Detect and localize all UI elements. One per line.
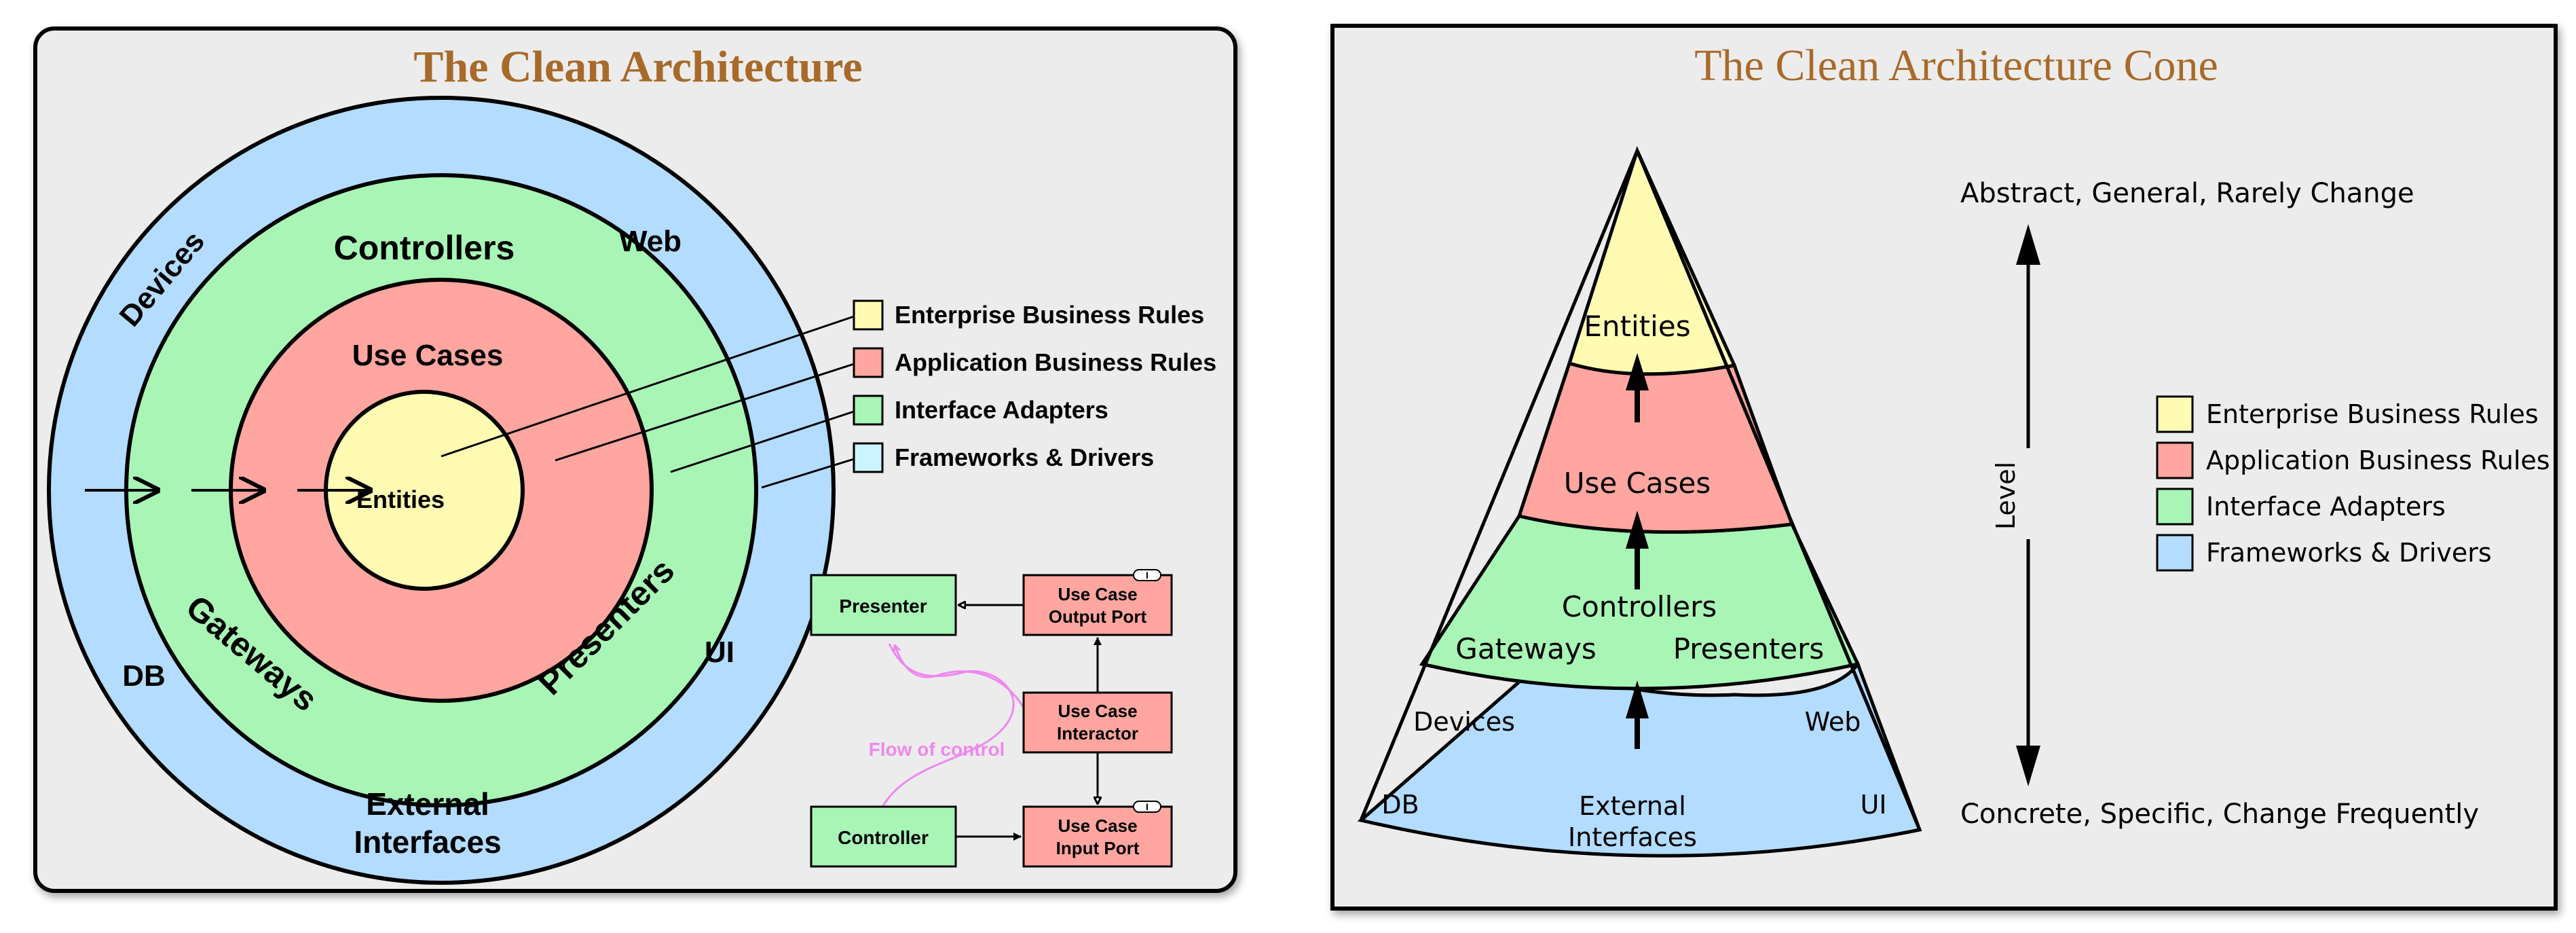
cone-devices-label: Devices <box>1413 707 1515 737</box>
cone-web-label: Web <box>1805 707 1861 737</box>
flow-path-upper <box>895 645 1028 714</box>
right-legend-swatch-application <box>2156 441 2194 479</box>
cone-outline <box>1359 150 1922 830</box>
right-legend-label-application: Application Business Rules <box>2206 445 2550 475</box>
left-panel-title: The Clean Architecture <box>413 42 862 92</box>
interactor-label-line2: Interactor <box>1057 723 1138 744</box>
legend-leader-adapters <box>670 410 855 473</box>
input-port-label-line1: Use Case <box>1058 816 1137 836</box>
right-legend-label-adapters: Interface Adapters <box>2206 492 2446 522</box>
legend-label-enterprise: Enterprise Business Rules <box>895 301 1204 329</box>
controller-label: Controller <box>838 827 929 848</box>
output-port-box <box>1022 574 1173 636</box>
legend-swatch-frameworks <box>853 442 884 473</box>
level-bottom-label: Concrete, Specific, Change Frequently <box>1960 799 2479 830</box>
legend-swatch-enterprise <box>853 299 884 331</box>
input-port-interface-text: I <box>1146 801 1149 812</box>
presenter-label: Presenter <box>839 596 927 617</box>
output-port-interface-marker <box>1133 569 1161 581</box>
cone-external-label-line2: Interfaces <box>1568 822 1697 852</box>
cone-layer-frameworks <box>1357 660 1922 858</box>
level-axis-down-arrowhead <box>2016 746 2040 786</box>
cone-ui-label: UI <box>1860 790 1886 820</box>
level-axis-up-arrowhead <box>2016 224 2040 265</box>
legend-swatch-application <box>853 347 884 378</box>
legend-leader-use-cases <box>555 363 855 462</box>
right-panel: The Clean Architecture Cone Entities Use… <box>1330 24 2558 911</box>
cone-arrow-3-head <box>1626 680 1649 718</box>
use-cases-label: Use Cases <box>352 339 504 372</box>
left-legend: Enterprise Business Rules Application Bu… <box>853 299 1216 473</box>
right-legend-swatch-frameworks <box>2156 534 2194 572</box>
ui-label: UI <box>705 636 734 669</box>
input-port-interface-marker <box>1133 801 1161 813</box>
input-port-label-line2: Input Port <box>1056 838 1140 858</box>
input-port-box <box>1022 805 1173 868</box>
legend-label-application: Application Business Rules <box>895 348 1216 376</box>
cone-layer-entities <box>1567 146 1737 376</box>
output-port-label-line2: Output Port <box>1049 606 1147 627</box>
right-legend: Enterprise Business Rules Application Bu… <box>2156 395 2550 572</box>
cone-entities-label: Entities <box>1584 310 1690 343</box>
output-port-interface-text: I <box>1146 570 1149 581</box>
right-legend-label-enterprise: Enterprise Business Rules <box>2206 399 2539 429</box>
level-top-label: Abstract, General, Rarely Change <box>1960 178 2414 209</box>
external-label-line1: External <box>366 786 489 822</box>
cone-external-label-line1: External <box>1579 791 1686 821</box>
legend-label-frameworks: Frameworks & Drivers <box>895 443 1154 471</box>
interactor-label-line1: Use Case <box>1058 701 1137 721</box>
external-label-line2: Interfaces <box>354 824 501 860</box>
presenter-box <box>810 574 957 636</box>
legend-swatch-adapters <box>853 395 884 426</box>
cone-db-label: DB <box>1381 790 1419 820</box>
controllers-label: Controllers <box>334 229 515 267</box>
cone-upward-arrows <box>1626 353 1649 749</box>
right-legend-swatch-enterprise <box>2156 395 2194 433</box>
cone-presenters-label: Presenters <box>1673 632 1825 665</box>
right-legend-label-frameworks: Frameworks & Drivers <box>2206 538 2492 568</box>
cone-arrow-2-head <box>1626 511 1649 549</box>
level-axis-label: Level <box>1991 462 2021 530</box>
legend-leader-entities <box>441 315 855 458</box>
cone-arrow-1-head <box>1626 353 1649 390</box>
cone-gateways-label: Gateways <box>1455 632 1596 665</box>
right-legend-swatch-adapters <box>2156 488 2194 526</box>
db-label: DB <box>122 659 166 693</box>
cone-use-cases-label: Use Cases <box>1564 466 1711 500</box>
cone-controllers-label: Controllers <box>1562 590 1717 623</box>
legend-leader-frameworks <box>761 458 855 489</box>
flow-of-control-label: Flow of control <box>869 739 1005 760</box>
level-axis-label-bg <box>2000 448 2057 539</box>
web-label: Web <box>619 225 682 258</box>
right-panel-title: The Clean Architecture Cone <box>1694 41 2218 90</box>
left-panel: The Clean Architecture Entities Use Case… <box>33 26 1237 893</box>
flow-of-control-diagram: Flow of control Presenter I Use Case Out… <box>810 569 1173 868</box>
legend-label-adapters: Interface Adapters <box>895 396 1108 424</box>
output-port-label-line1: Use Case <box>1058 584 1137 604</box>
flow-path-lower <box>881 643 1015 807</box>
